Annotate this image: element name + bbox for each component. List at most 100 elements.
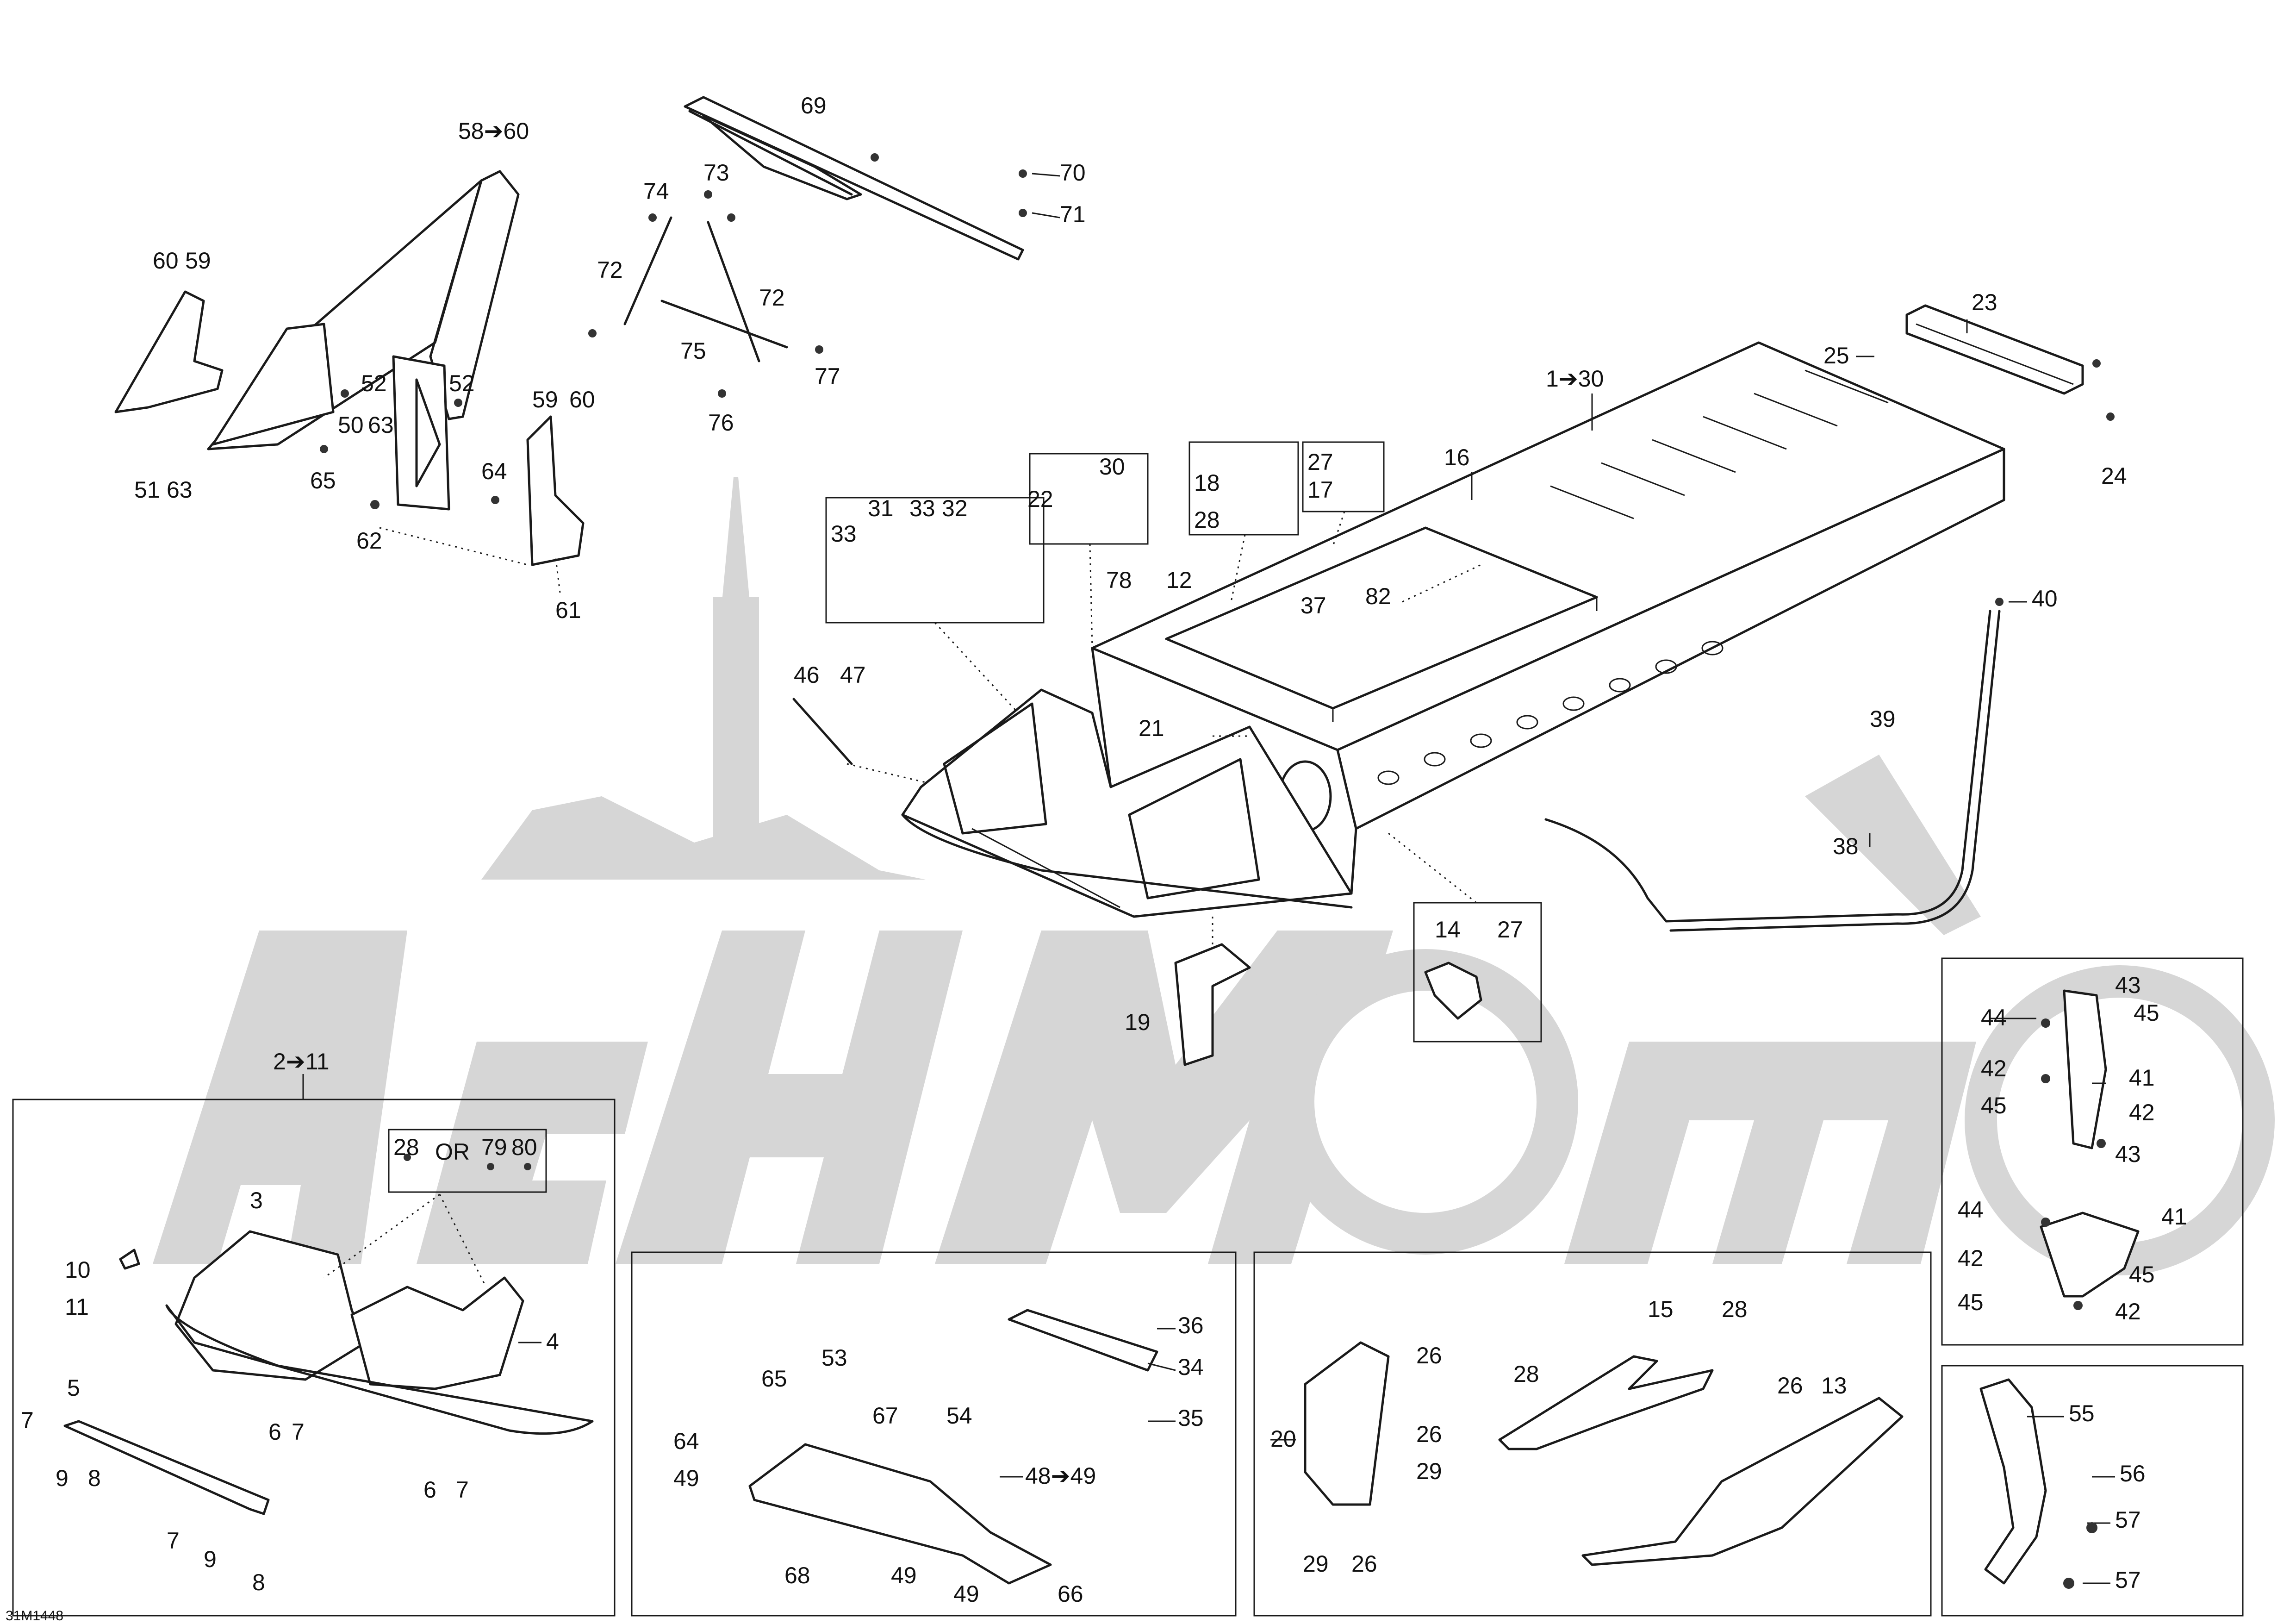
callout: 11 [65, 1294, 89, 1320]
or-right-part-a: 79 [481, 1134, 507, 1160]
panel-inset-17-27 [1302, 441, 1385, 512]
callout: 76 [708, 410, 734, 436]
callout: 25 [1823, 343, 1849, 369]
callout: 8 [252, 1569, 265, 1595]
callout: 78 [1106, 567, 1132, 593]
callout: 13 [1821, 1373, 1847, 1399]
callout: 29 [1416, 1458, 1442, 1484]
callout: 59 [185, 248, 211, 274]
callout: 37 [1300, 593, 1326, 618]
callout: 64 [481, 458, 507, 484]
callout: 64 [673, 1428, 699, 1454]
callout: 28 [1722, 1296, 1748, 1322]
front-frame-assembly [119, 1230, 594, 1435]
callout: 45 [1958, 1289, 1984, 1315]
callout: 14 [1435, 917, 1461, 943]
bracket-59-60-left [114, 290, 224, 413]
leader-lines [302, 173, 2115, 1584]
callout: 9 [204, 1546, 217, 1572]
tunnel-holes [1377, 641, 1724, 785]
callout: 46 [794, 662, 820, 688]
callout: 7 [292, 1419, 305, 1445]
callout: 49 [953, 1581, 979, 1607]
callout: 23 [1972, 289, 1997, 315]
callout: 60 [153, 248, 179, 274]
callout: 68 [784, 1562, 810, 1588]
a-frame-58-60 [207, 170, 520, 511]
bracket-15 [1498, 1355, 1714, 1450]
callout: 44 [1958, 1197, 1984, 1223]
callout: 43 [2115, 972, 2141, 998]
callout: 6 [423, 1477, 436, 1503]
bracket-14 [1424, 962, 1482, 1020]
callout: 6 [268, 1419, 281, 1445]
rail-23 [1905, 304, 2084, 395]
callout: 56 [2120, 1461, 2146, 1487]
callout: 40 [2032, 586, 2058, 612]
callout: 4 [546, 1329, 559, 1355]
callout: 66 [1058, 1581, 1083, 1607]
callout: 26 [1777, 1373, 1803, 1399]
callout: 42 [2115, 1299, 2141, 1324]
callout: 5 [67, 1375, 80, 1401]
callout: 15 [1648, 1296, 1674, 1322]
callout: 33 [831, 521, 857, 547]
callout: 1➔30 [1546, 366, 1604, 392]
callout: 28 [1194, 507, 1220, 533]
dotted-leaders [324, 511, 1481, 1287]
callout: 30 [1099, 454, 1125, 480]
panel-rear-subframe [631, 1251, 1237, 1617]
callout: 69 [801, 93, 827, 119]
callout: 41 [2129, 1065, 2155, 1091]
skid-13 [1581, 1397, 1904, 1566]
callout: 48➔49 [1025, 1463, 1096, 1489]
bracket-59-60-right [526, 415, 585, 566]
callout-labels: 69 70 71 58➔60 74 73 72 72 75 77 76 60 5… [21, 93, 2187, 1607]
rail-69 [684, 96, 1024, 261]
panel-or-group [388, 1129, 547, 1193]
callout: 49 [673, 1465, 699, 1491]
callout: 65 [761, 1366, 787, 1392]
callout: 51 [134, 477, 160, 503]
callout: 31 [868, 495, 894, 521]
callout: 49 [891, 1562, 917, 1588]
diagram-code: 31M1448 [6, 1608, 63, 1624]
watermark-logo [153, 477, 2275, 1275]
or-right-part-b: 80 [511, 1134, 537, 1160]
callout: 20 [1270, 1426, 1296, 1452]
callout: 63 [368, 412, 394, 438]
callout: 52 [449, 370, 475, 396]
callout: 45 [2134, 1000, 2159, 1026]
callout: 59 [532, 387, 558, 412]
callout: 71 [1060, 201, 1086, 227]
bracket-19 [1174, 943, 1251, 1066]
panel-frame-2-11 [12, 1099, 616, 1617]
callout: 55 [2069, 1400, 2095, 1426]
callout: 61 [555, 597, 581, 623]
callout: 7 [167, 1528, 180, 1554]
panel-inset-22-30 [1029, 453, 1149, 545]
or-group: 28 OR 79 80 [393, 1134, 537, 1165]
subframe-48-49 [748, 1443, 1052, 1585]
callout: 38 [1833, 833, 1859, 859]
callout: 26 [1416, 1421, 1442, 1447]
callout: 27 [1497, 917, 1523, 943]
fasteners [320, 153, 2115, 1589]
cover-34 [1008, 1309, 1158, 1372]
callout: 26 [1351, 1551, 1377, 1577]
callout: 27 [1307, 449, 1333, 475]
callout: 45 [1981, 1093, 2007, 1118]
panel-bracket-55-57 [1941, 1365, 2244, 1617]
callout: 44 [1981, 1005, 2007, 1031]
callout: 12 [1166, 567, 1192, 593]
callout: 8 [88, 1465, 101, 1491]
rod-46 [792, 698, 853, 765]
callout: 43 [2115, 1141, 2141, 1167]
callout: 45 [2129, 1262, 2155, 1287]
callout: 42 [2129, 1099, 2155, 1125]
bracket-41-upper [2063, 989, 2107, 1149]
callout: 17 [1307, 477, 1333, 503]
callout: 2➔11 [273, 1049, 330, 1074]
callout: 60 [569, 387, 595, 412]
